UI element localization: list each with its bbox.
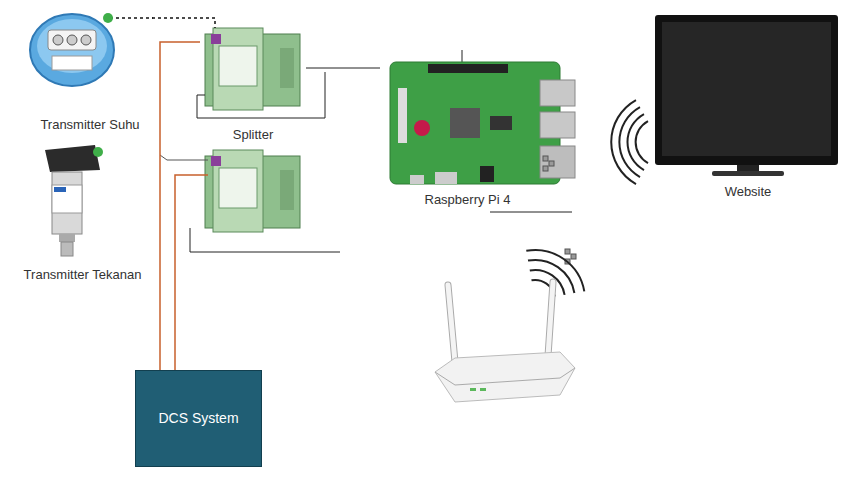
device-label: Splitter [233,127,273,142]
website-monitor: Website [650,12,846,199]
raspberry-pi-illustration [540,146,575,178]
temperature-transmitter-illustration [37,19,107,73]
signal-wire [160,50,572,370]
raspberry-pi-illustration [398,88,407,143]
raspberry-pi-illustration [435,172,457,184]
router-illustration [470,388,476,391]
pressure-transmitter-illustration [54,187,66,192]
temperature-transmitter-illustration [53,35,63,45]
temperature-transmitter-illustration [30,13,153,86]
device-label: Transmitter Suhu [40,117,139,132]
raspberry-pi-illustration [410,175,424,184]
pressure-transmitter-illustration [52,172,82,234]
monitor-illustration [662,22,831,156]
wireless-waves [636,121,648,163]
splitter-module-illustration [205,150,300,232]
splitter-module-illustration [211,34,221,44]
signal-wire [190,228,340,252]
monitor-illustration [655,15,838,165]
signal-wire [490,212,572,213]
wireless-waves [530,270,565,295]
pressure-transmitter-illustration [52,185,82,213]
wireless-waves [627,114,644,170]
pressure-transmitter-illustration [45,145,103,256]
router-illustration [435,352,575,402]
dcs-system-box: DCS System [135,370,262,467]
temperature-transmitter-illustration [81,35,91,45]
pressure-transmitter-illustration [45,145,100,172]
raspberry-pi-illustration [414,120,430,136]
wireless-waves [619,107,640,177]
wire-connector [160,42,200,370]
raspberry-pi-illustration [390,62,575,184]
device-label: Raspberry Pi 4 [425,192,511,207]
temperature-transmitter-illustration [52,56,92,70]
raspberry-pi-illustration [540,112,575,138]
network-icon [571,254,576,259]
pressure-transmitter: Transmitter Tekanan [10,138,155,282]
temperature-transmitter: Transmitter Suhu [28,0,152,132]
router-illustration [435,282,575,402]
network-icon [549,161,554,166]
monitor-illustration [655,15,838,176]
raspberry-pi: Raspberry Pi 4 [380,45,555,207]
router-illustration [480,388,486,391]
wireless-waves [526,100,648,297]
router-illustration [448,285,455,362]
splitter-module-illustration [219,46,257,86]
wire-connector [152,18,215,28]
device-label: Transmitter Tekanan [24,267,142,282]
network-icon [543,156,548,161]
splitter-module-illustration [205,28,300,110]
signal-wire [175,175,208,370]
splitter-module-illustration [211,156,221,166]
signal-wire [197,72,325,118]
raspberry-pi-illustration [450,108,480,138]
raspberry-pi-illustration [480,166,494,182]
pressure-transmitter-illustration [61,242,73,256]
router-illustration [448,285,455,362]
raspberry-pi-illustration [490,116,512,130]
splitter-module-illustration [280,170,294,210]
monitor-illustration [737,165,759,172]
network-icon [543,156,576,264]
router-illustration [548,282,553,356]
wireless-waves [611,100,636,184]
box-label: DCS System [158,411,238,426]
temperature-transmitter-illustration [67,35,77,45]
pressure-transmitter-illustration [93,147,103,157]
temperature-transmitter-illustration [48,30,96,50]
wire-connector [306,68,380,69]
router-illustration [435,368,575,385]
raspberry-pi-illustration [540,80,575,106]
temperature-transmitter-illustration [30,14,114,86]
splitter-module-illustration [219,168,257,208]
router-illustration [548,282,553,356]
splitter-module: Splitter [200,28,306,142]
raspberry-pi-illustration [390,62,560,184]
network-icon [565,249,570,254]
signal-wire [160,155,208,160]
temperature-transmitter-illustration [103,13,113,23]
raspberry-pi-illustration [428,64,508,73]
device-label: Website [725,184,772,199]
network-icon [543,166,548,171]
splitter-module-illustration [280,48,294,88]
pressure-transmitter-illustration [59,234,75,242]
monitor-illustration [712,171,784,176]
temperature-transmitter-illustration [110,17,153,19]
